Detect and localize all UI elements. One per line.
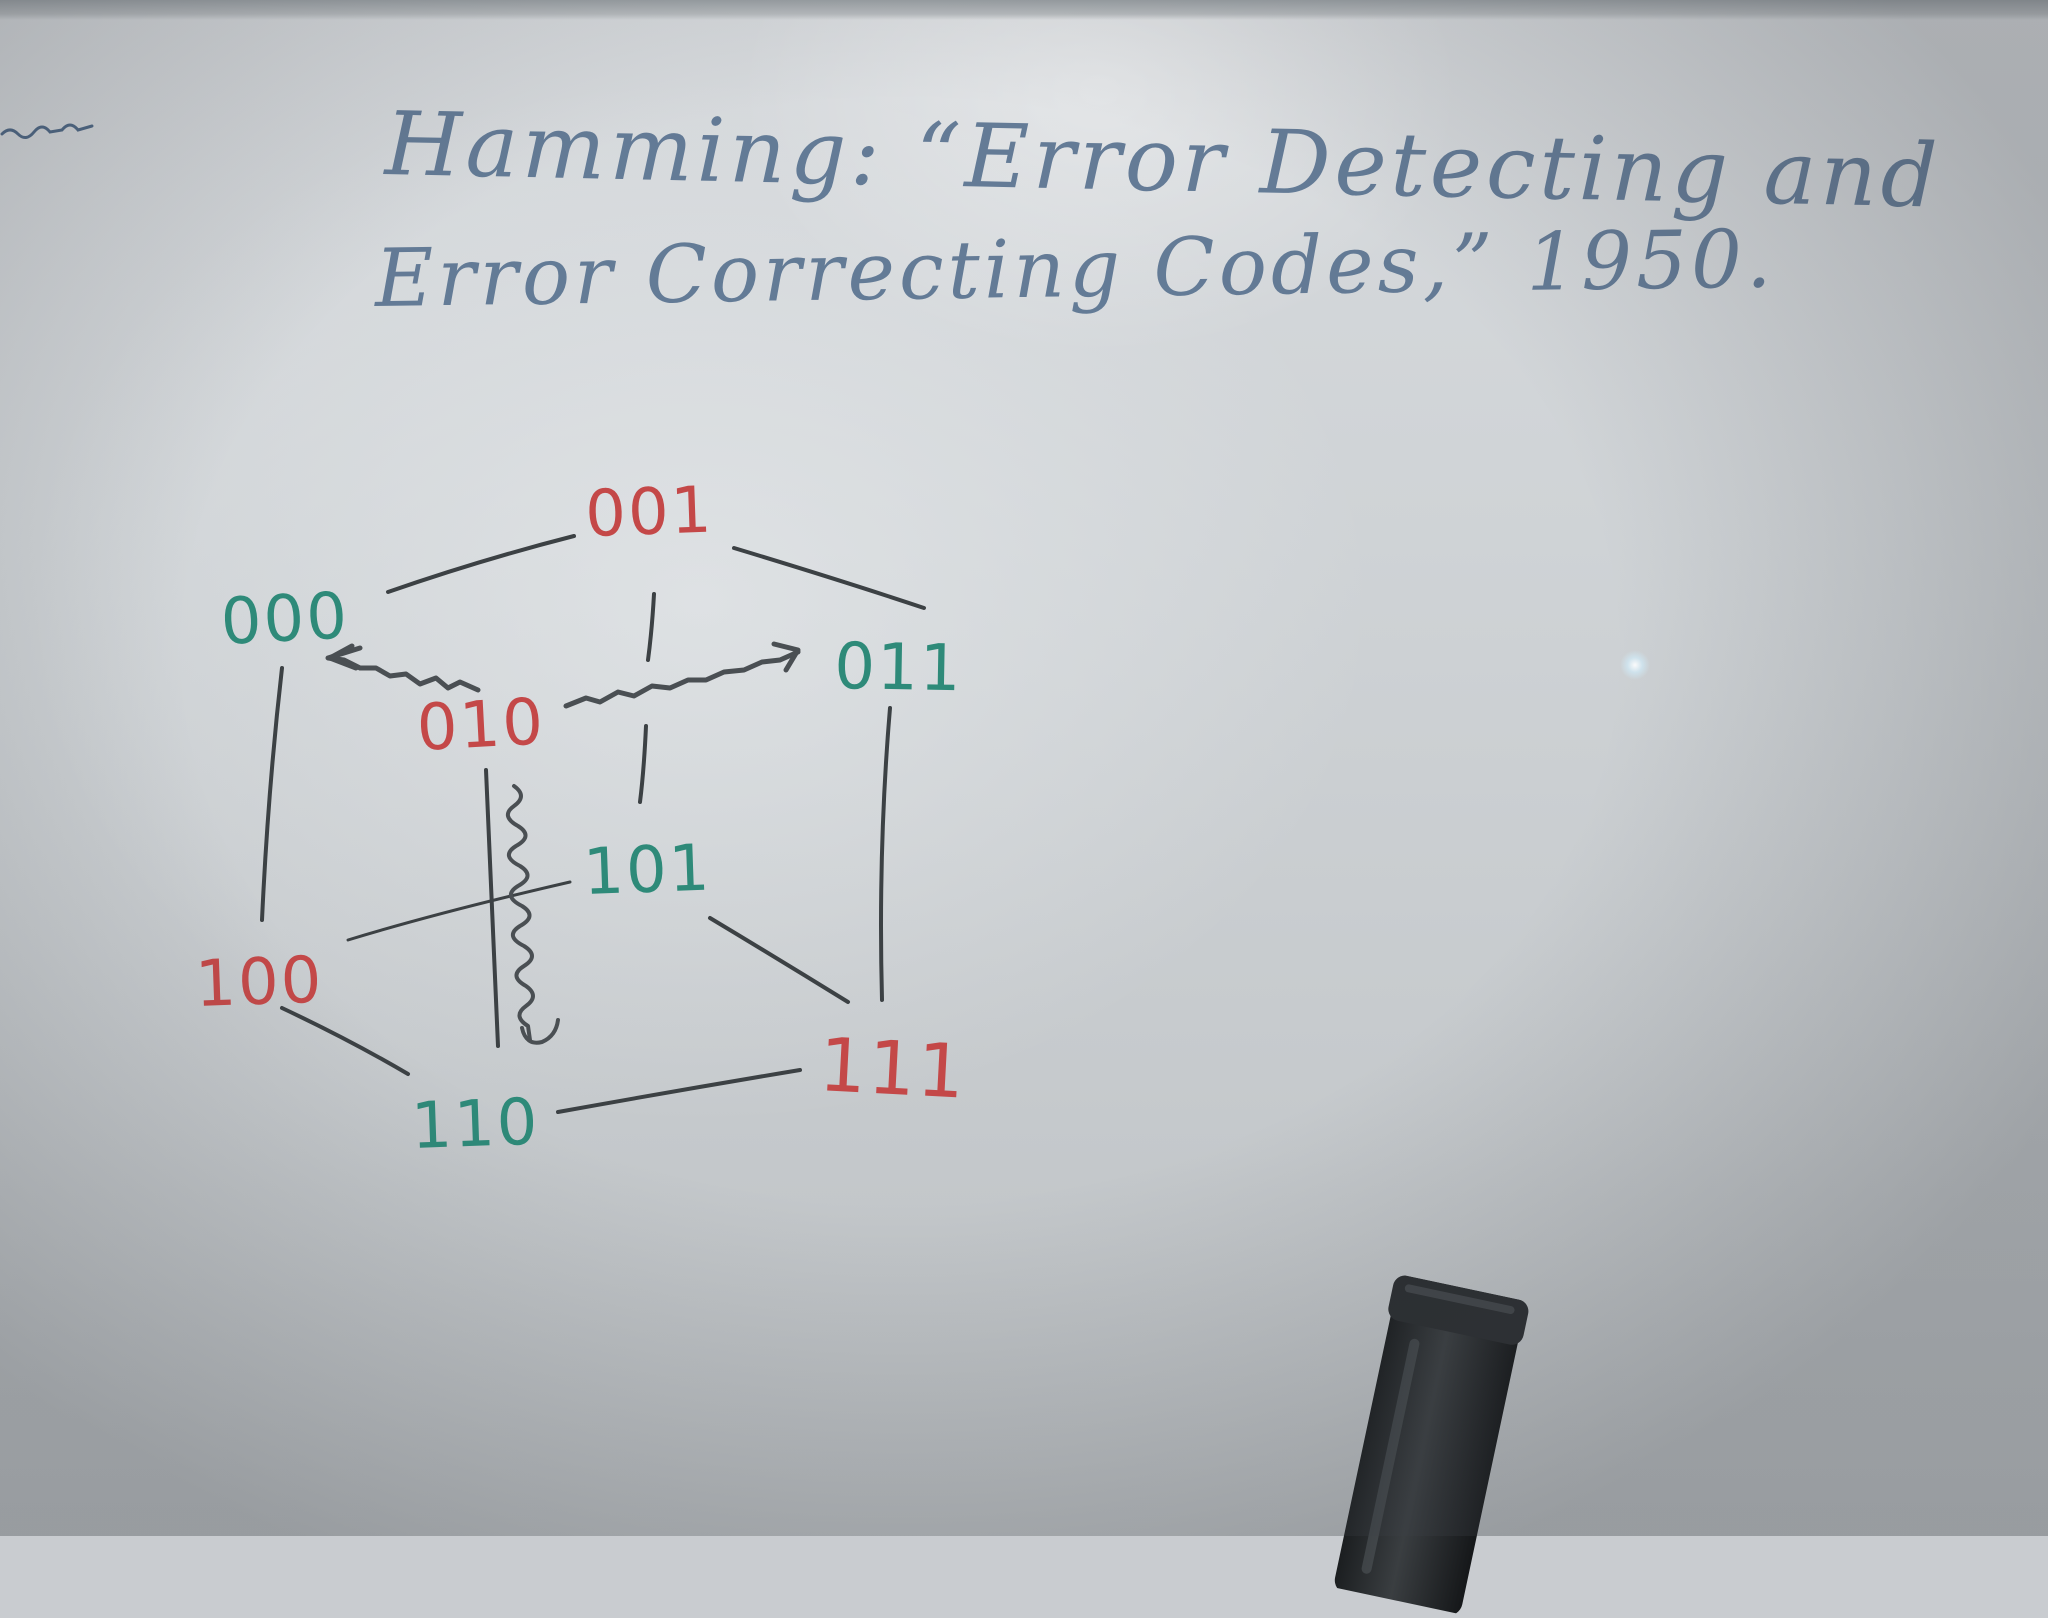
edge-100-110 — [280, 1006, 410, 1076]
correction-arrows — [325, 641, 801, 1045]
vertex-label-000: 000 — [219, 579, 351, 660]
vertex-label-011: 011 — [834, 630, 963, 706]
edge-100-101 — [346, 880, 572, 942]
vertex-label-101: 101 — [582, 832, 713, 910]
corner-scrawl — [0, 123, 94, 139]
arrow-010-to-000 — [325, 645, 481, 693]
arrow-010-to-011-head — [771, 641, 801, 673]
vertex-label-001: 001 — [584, 474, 715, 552]
arrow-010-to-000-head — [327, 643, 359, 671]
hamming-cube-diagram: 001 000 011 010 101 100 111 110 — [194, 474, 969, 1164]
edge-010-110 — [484, 768, 500, 1048]
edge-011-111 — [879, 706, 892, 1002]
vertex-label-110: 110 — [410, 1086, 541, 1164]
edge-001-101-lower — [638, 724, 648, 804]
arrow-010-to-011 — [563, 649, 801, 709]
arrow-010-to-110-head — [520, 1018, 560, 1045]
edge-110-111 — [556, 1068, 802, 1114]
edge-001-101 — [646, 592, 656, 662]
cube-edges — [260, 534, 926, 1114]
arrow-010-to-110 — [506, 784, 535, 1042]
vertex-label-010: 010 — [415, 685, 547, 766]
vertex-label-111: 111 — [817, 1022, 969, 1116]
edge-101-111 — [708, 916, 850, 1004]
vertex-label-100: 100 — [194, 944, 325, 1022]
edge-001-011 — [732, 546, 926, 610]
marker-icon[interactable] — [1313, 1270, 1546, 1618]
edge-000-001 — [386, 534, 576, 594]
light-glare — [1620, 650, 1650, 680]
edge-000-100 — [260, 666, 284, 922]
whiteboard-frame — [0, 0, 2048, 20]
